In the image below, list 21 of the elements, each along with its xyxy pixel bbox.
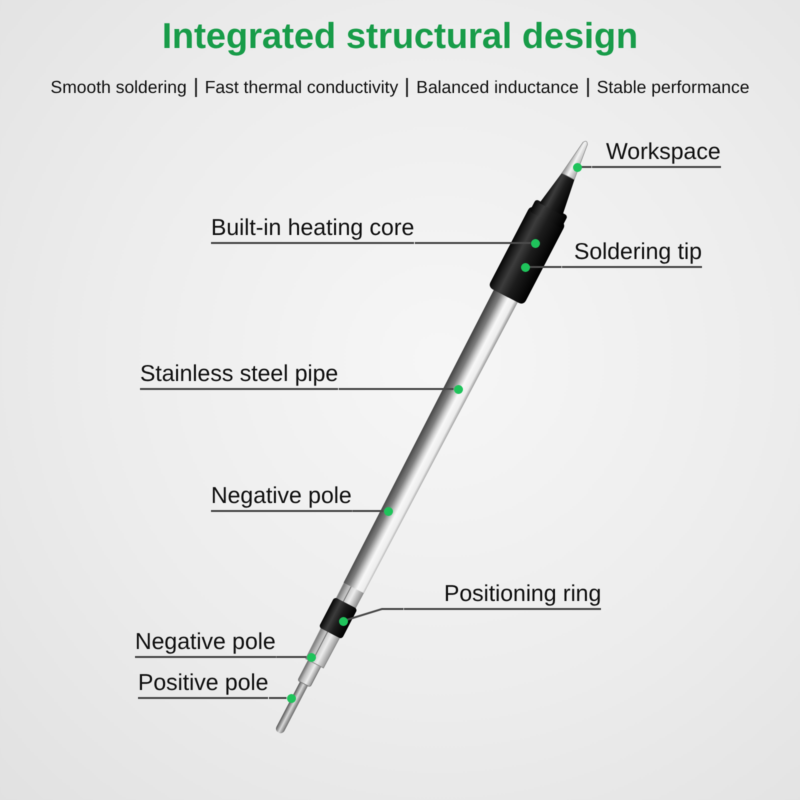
leader-line <box>338 388 454 390</box>
leader-line <box>414 242 530 244</box>
callout-label: Positive pole <box>138 669 268 699</box>
leader-line <box>268 697 286 699</box>
feature-text: Smooth soldering <box>50 76 187 98</box>
title-heading: Integrated structural design <box>162 15 638 57</box>
leader-line <box>582 166 592 168</box>
callout-label: Negative pole <box>211 482 352 512</box>
leader-line <box>352 510 384 512</box>
callout-label: Workspace <box>592 138 721 168</box>
leader-line <box>530 266 562 268</box>
callout-label: Stainless steel pipe <box>140 360 338 390</box>
leader-line <box>276 656 306 658</box>
feature-text: Balanced inductance <box>416 76 579 98</box>
feature-text: Stable performance <box>596 76 750 98</box>
callout-label: Built-in heating core <box>211 214 414 244</box>
leader-line <box>347 608 404 621</box>
callout-label: Negative pole <box>135 628 276 658</box>
feature-text: Fast thermal conductivity <box>204 76 398 98</box>
callout-label: Positioning ring <box>404 580 602 610</box>
callout-label: Soldering tip <box>562 238 702 268</box>
